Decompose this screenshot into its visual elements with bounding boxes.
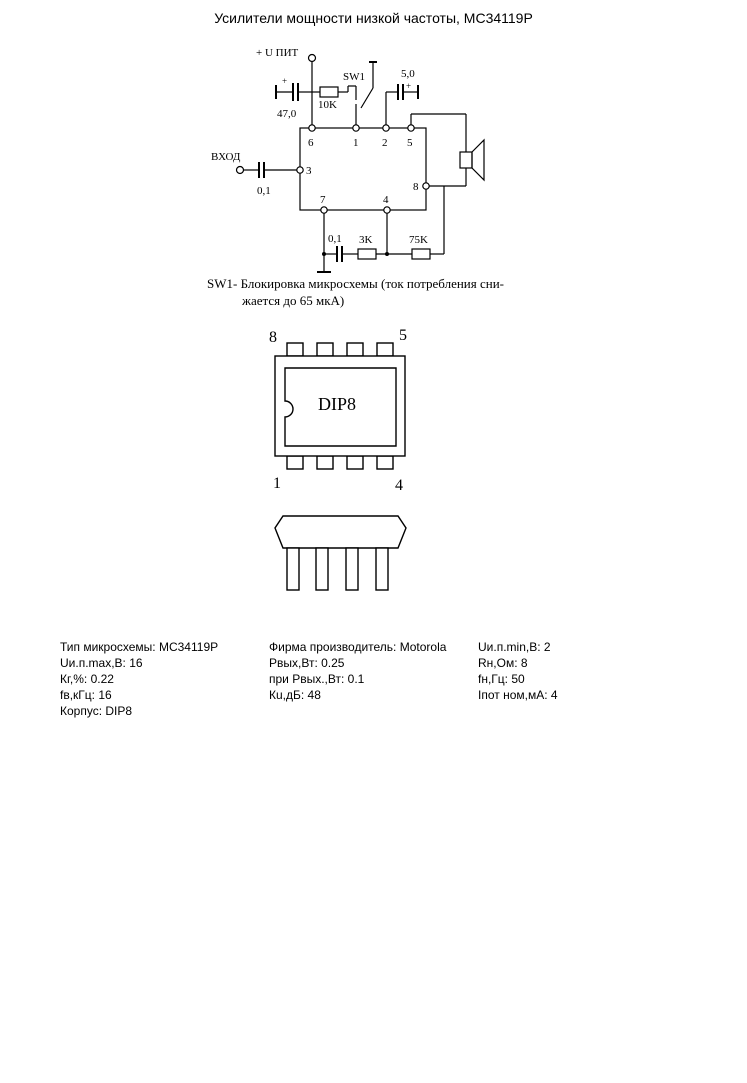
spec-fv: fв,кГц: 16 [60,688,112,702]
sw1-label: SW1 [343,71,365,83]
spec-umin: Uи.п.min,В: 2 [478,640,551,654]
pin-5-marker: 5 [399,327,407,344]
pin-6-label: 6 [308,137,314,149]
c-out-polarity: + [406,81,411,91]
pin-8-label: 8 [413,181,419,193]
pin-8-marker: 8 [269,329,277,346]
spec-ku: Кu,дБ: 48 [269,688,321,702]
page-title: Усилители мощности низкой частоты, MC341… [214,10,533,26]
r-fb2-label: 75K [409,234,428,246]
pin-5-label: 5 [407,137,413,149]
c-supply-polarity: + [282,76,287,86]
spec-type: Тип микросхемы: MC34119P [60,640,219,654]
c-fb-label: 0,1 [328,233,342,245]
pin-1-label: 1 [353,137,359,149]
spec-case: Корпус: DIP8 [60,704,133,718]
spec-maker: Фирма производитель: Motorola [269,640,447,654]
pin-1-marker: 1 [273,475,281,492]
package-label: DIP8 [318,394,356,414]
spec-rn: Rн,Ом: 8 [478,656,528,670]
dip8-package-drawing: DIP8 8 5 1 4 [269,327,407,591]
amplifier-schematic: + U ПИТ SW1 10K + 47,0 5,0 + ВХОД 0,1 0,… [211,47,485,273]
spec-pout: Рвых,Вт: 0.25 [269,656,345,670]
pin-3-label: 3 [306,165,312,177]
pin-4-label: 4 [383,194,389,206]
switch-sw1 [360,87,374,109]
input-terminal [235,165,245,175]
input-label: ВХОД [211,151,241,163]
resistor-3k [357,248,377,260]
pin-2-label: 2 [382,137,388,149]
pin-7-label: 7 [320,194,326,206]
spec-ipot: Iпот ном,мА: 4 [478,688,558,702]
spec-umax: Uи.п.max,В: 16 [60,656,143,670]
r-fb1-label: 3K [359,234,373,246]
supply-terminal [307,53,317,63]
pin-4-marker: 4 [395,477,403,494]
c-out-label: 5,0 [401,68,415,80]
resistor-75k [411,248,431,260]
sw1-note-line1: SW1- Блокировка микросхемы (ток потребле… [207,276,504,291]
spec-pout-at: при Рвых.,Вт: 0.1 [269,672,365,686]
spec-fn: fн,Гц: 50 [478,672,525,686]
spec-kg: Кг,%: 0.22 [60,672,114,686]
sw1-note-line2: жается до 65 мкА) [242,293,345,308]
r1-label: 10K [318,99,337,111]
supply-label: + U ПИТ [256,47,299,59]
resistor-10k [319,86,339,98]
c-supply-label: 47,0 [277,108,297,120]
speaker [459,151,473,169]
c-in-label: 0,1 [257,185,271,197]
